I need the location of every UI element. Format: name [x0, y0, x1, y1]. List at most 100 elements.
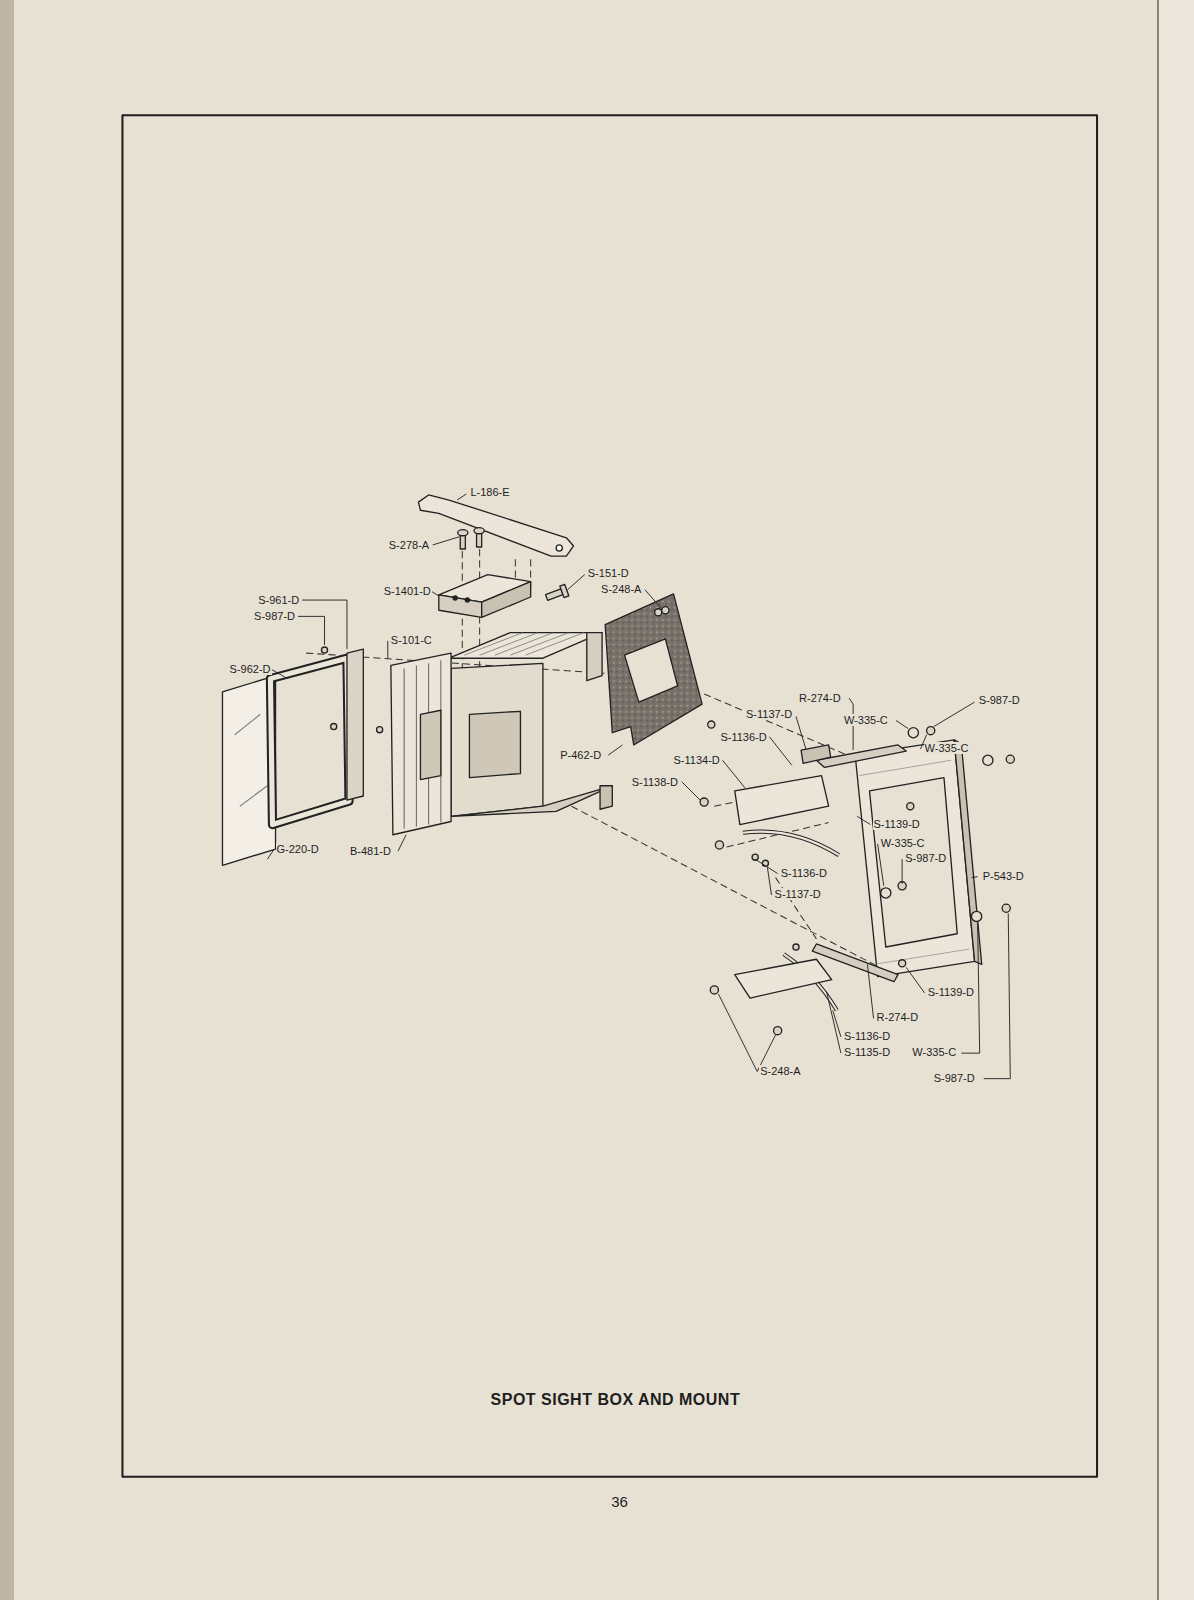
illustration-part	[855, 740, 974, 977]
illustration-part	[984, 913, 1011, 1078]
illustration-part	[240, 786, 268, 806]
illustration-part	[857, 816, 870, 824]
illustration-part	[774, 1027, 782, 1035]
illustration-part	[743, 832, 839, 856]
illustration-part	[878, 844, 884, 886]
illustration-part	[458, 530, 468, 536]
illustration-part	[387, 641, 388, 658]
illustration-part	[645, 590, 661, 608]
illustration-part	[270, 658, 349, 824]
part-number: W-335-C	[924, 742, 970, 754]
part-number: S-1136-D	[719, 731, 767, 743]
illustration-part	[867, 964, 873, 1018]
illustration-part	[927, 727, 935, 735]
illustration-part	[267, 850, 273, 859]
illustration-part	[700, 798, 768, 866]
part-number: G-220-D	[276, 843, 320, 855]
part-number: S-1138-D	[631, 776, 679, 788]
illustration-part	[298, 616, 325, 645]
part-number: S-1139-D	[873, 818, 921, 830]
illustration-part	[600, 786, 612, 809]
illustration-part	[767, 867, 771, 895]
illustration-part	[398, 835, 406, 851]
illustration-part	[270, 658, 349, 824]
illustration-part	[331, 724, 337, 730]
illustration-part	[544, 584, 568, 603]
illustration-part	[1158, 0, 1194, 1600]
illustration-part	[433, 537, 460, 545]
part-number: S-1139-D	[927, 986, 975, 998]
illustration-part	[881, 888, 891, 898]
illustration-part	[420, 710, 440, 779]
illustration-part	[464, 633, 522, 655]
illustration-part	[755, 859, 777, 873]
illustration-part	[235, 714, 261, 734]
illustration-part	[907, 803, 914, 810]
illustration-part	[710, 944, 799, 1035]
illustration-part	[906, 967, 924, 993]
part-number: B-481-D	[349, 845, 392, 857]
illustration-part	[972, 877, 978, 878]
illustration-part	[708, 721, 715, 728]
figure-caption: SPOT SIGHT BOX AND MOUNT	[491, 1391, 741, 1409]
part-number: S-1137-D	[745, 708, 793, 720]
illustration-part	[122, 115, 1097, 1476]
illustration-part	[776, 878, 817, 939]
illustration-part	[655, 609, 662, 616]
illustration-part	[453, 596, 457, 600]
illustration-part	[793, 944, 799, 950]
illustration-part	[556, 545, 562, 551]
part-number: S-101-C	[390, 634, 433, 646]
illustration-part	[908, 728, 918, 738]
illustration-part	[896, 720, 908, 728]
illustration-part	[321, 647, 327, 653]
part-number: S-987-D	[253, 610, 296, 622]
illustration-part	[449, 633, 602, 659]
illustration-part	[662, 607, 669, 614]
illustration-part	[796, 716, 806, 750]
illustration-part	[1157, 0, 1159, 1600]
illustration-part	[495, 633, 553, 655]
illustration-part	[735, 959, 832, 998]
illustration-part	[560, 584, 569, 597]
illustration-part	[474, 528, 484, 534]
illustration-part	[465, 598, 469, 602]
illustration-part	[8, 0, 1158, 1600]
part-number: S-1137-D	[774, 888, 822, 900]
illustration-part	[869, 778, 957, 947]
part-number: L-186-E	[469, 486, 510, 498]
illustration-part	[271, 669, 285, 677]
part-number: S-961-D	[257, 594, 300, 606]
illustration-part	[457, 494, 466, 500]
illustration-part	[469, 711, 520, 777]
illustration-part	[715, 841, 723, 849]
illustration-part	[321, 647, 382, 733]
part-number: W-335-C	[911, 1046, 957, 1058]
illustration-part	[859, 760, 951, 775]
part-number: S-1401-D	[383, 585, 432, 597]
part-number: S-1135-D	[843, 1046, 891, 1058]
illustration-part	[827, 992, 841, 1053]
illustration-part	[605, 594, 702, 745]
illustration-part	[655, 607, 715, 728]
illustration-part	[451, 786, 612, 817]
illustration-part	[377, 727, 383, 733]
illustration-part	[934, 702, 975, 726]
illustration-part	[567, 575, 584, 590]
part-number: S-1136-D	[780, 867, 828, 879]
illustration-part	[587, 633, 602, 681]
part-number: S-987-D	[978, 694, 1021, 706]
illustration-part	[267, 494, 1010, 1079]
illustration-part	[874, 949, 970, 964]
illustration-part	[608, 745, 622, 755]
part-number: S-987-D	[904, 852, 947, 864]
illustration-part	[416, 665, 417, 826]
illustration-part	[972, 911, 982, 921]
part-number: S-962-D	[229, 663, 272, 675]
illustration-part	[899, 960, 906, 967]
illustration-part	[431, 591, 439, 596]
part-number: S-248-A	[600, 583, 642, 595]
